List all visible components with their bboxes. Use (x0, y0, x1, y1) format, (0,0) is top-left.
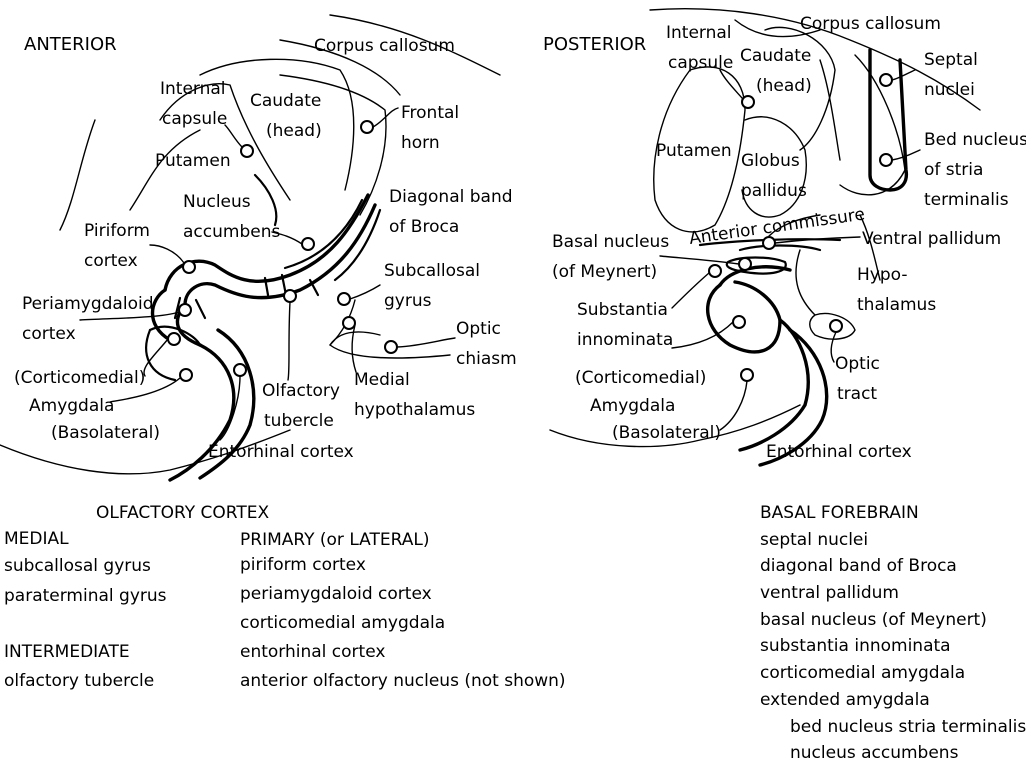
basal-forebrain-item: extended amygdala (760, 689, 930, 710)
label-amygdala-posterior: Amygdala (590, 396, 675, 416)
label-corpus-callosum-anterior: Corpus callosum (314, 36, 455, 56)
label-globus-pallidus-1: Globus (741, 151, 800, 171)
label-medial-hypothalamus-2: hypothalamus (354, 400, 475, 420)
olfactory-cortex-title: OLFACTORY CORTEX (96, 503, 270, 523)
label-olfactory-tubercle-1: Olfactory (262, 381, 340, 401)
label-septal-nuclei-1: Septal (924, 50, 978, 70)
basal-forebrain-item: septal nuclei (760, 529, 869, 550)
label-diagonal-band-1: Diagonal band (389, 187, 513, 207)
label-optic-chiasm-2: chiasm (456, 349, 517, 369)
label-internal-capsule-posterior-1: Internal (666, 23, 732, 43)
label-internal-capsule-posterior-2: capsule (668, 53, 733, 73)
label-frontal-horn-1: Frontal (401, 103, 459, 123)
basal-forebrain-item: ventral pallidum (760, 583, 899, 604)
label-optic-tract-2: tract (837, 384, 877, 404)
basal-forebrain-subitem: nucleus accumbens (790, 743, 959, 764)
medial-item: subcallosal gyrus (4, 556, 151, 576)
label-piriform-cortex-2: cortex (84, 251, 138, 271)
label-corticomedial-posterior: (Corticomedial) (575, 368, 706, 388)
label-piriform-cortex-1: Piriform (84, 221, 150, 241)
intermediate-column: INTERMEDIATE olfactory tubercle (4, 639, 154, 695)
label-optic-chiasm-1: Optic (456, 319, 501, 339)
basal-forebrain-list: BASAL FOREBRAIN septal nuclei diagonal b… (760, 500, 1026, 767)
label-hypothalamus-2: thalamus (857, 295, 936, 315)
basal-forebrain-item: diagonal band of Broca (760, 556, 957, 577)
label-caudate-anterior-2: (head) (266, 121, 322, 141)
label-putamen-posterior: Putamen (656, 141, 732, 161)
label-subcallosal-gyrus-2: gyrus (384, 291, 432, 311)
label-periamygdaloid-1: Periamygdaloid (22, 294, 154, 314)
basal-forebrain-item: substantia innominata (760, 636, 951, 657)
label-caudate-anterior-1: Caudate (250, 91, 321, 111)
label-ventral-pallidum: Ventral pallidum (862, 229, 1001, 249)
anterior-title: ANTERIOR (24, 34, 117, 55)
label-internal-capsule-anterior-2: capsule (162, 109, 227, 129)
primary-item: entorhinal cortex (240, 642, 386, 662)
label-internal-capsule-anterior-1: Internal (160, 79, 226, 99)
label-periamygdaloid-2: cortex (22, 324, 76, 344)
label-diagonal-band-2: of Broca (389, 217, 459, 237)
label-corpus-callosum-posterior: Corpus callosum (800, 14, 941, 34)
label-bed-nucleus-2: of stria (924, 160, 983, 180)
label-corticomedial-anterior: (Corticomedial) (14, 368, 145, 388)
label-substantia-innominata-2: innominata (577, 330, 673, 350)
label-basal-nucleus-2: (of Meynert) (552, 262, 657, 282)
label-putamen-anterior: Putamen (155, 151, 231, 171)
primary-item: periamygdaloid cortex (240, 584, 432, 604)
primary-item: corticomedial amygdala (240, 613, 446, 633)
label-subcallosal-gyrus-1: Subcallosal (384, 261, 480, 281)
label-nucleus-accumbens-2: accumbens (183, 222, 280, 242)
primary-column: PRIMARY (or LATERAL) piriform cortex per… (240, 526, 566, 696)
label-substantia-innominata-1: Substantia (577, 300, 668, 320)
label-caudate-posterior-2: (head) (756, 76, 812, 96)
primary-heading: PRIMARY (or LATERAL) (240, 530, 430, 550)
intermediate-item: olfactory tubercle (4, 671, 155, 691)
label-amygdala-anterior: Amygdala (29, 396, 114, 416)
label-hypothalamus-1: Hypo- (857, 265, 908, 285)
label-olfactory-tubercle-2: tubercle (264, 411, 334, 431)
basal-forebrain-item: corticomedial amygdala (760, 663, 966, 684)
label-caudate-posterior-1: Caudate (740, 46, 811, 66)
label-bed-nucleus-3: terminalis (924, 190, 1009, 210)
posterior-title: POSTERIOR (543, 34, 646, 55)
label-entorhinal-cortex-anterior: Entorhinal cortex (208, 442, 354, 462)
medial-column: MEDIAL subcallosal gyrus paraterminal gy… (4, 526, 167, 610)
label-basal-nucleus-1: Basal nucleus (552, 232, 669, 252)
anterior-section-drawing (0, 14, 501, 482)
label-septal-nuclei-2: nuclei (924, 80, 975, 100)
basal-forebrain-title: BASAL FOREBRAIN (760, 503, 919, 523)
medial-heading: MEDIAL (4, 529, 69, 549)
label-globus-pallidus-2: pallidus (741, 181, 807, 201)
medial-item: paraterminal gyrus (4, 586, 167, 606)
label-nucleus-accumbens-1: Nucleus (183, 192, 251, 212)
basal-forebrain-subitem: bed nucleus stria terminalis (790, 716, 1026, 737)
primary-item: piriform cortex (240, 555, 366, 575)
label-entorhinal-cortex-posterior: Entorhinal cortex (766, 442, 912, 462)
posterior-section-drawing (549, 8, 981, 467)
label-medial-hypothalamus-1: Medial (354, 370, 410, 390)
label-bed-nucleus-1: Bed nucleus (924, 130, 1026, 150)
basal-forebrain-item: basal nucleus (of Meynert) (760, 609, 987, 630)
label-basolateral-posterior: (Basolateral) (612, 423, 721, 443)
label-basolateral-anterior: (Basolateral) (51, 423, 160, 443)
primary-item: anterior olfactory nucleus (not shown) (240, 671, 566, 691)
intermediate-heading: INTERMEDIATE (4, 642, 130, 662)
label-optic-tract-1: Optic (835, 354, 880, 374)
label-frontal-horn-2: horn (401, 133, 440, 153)
